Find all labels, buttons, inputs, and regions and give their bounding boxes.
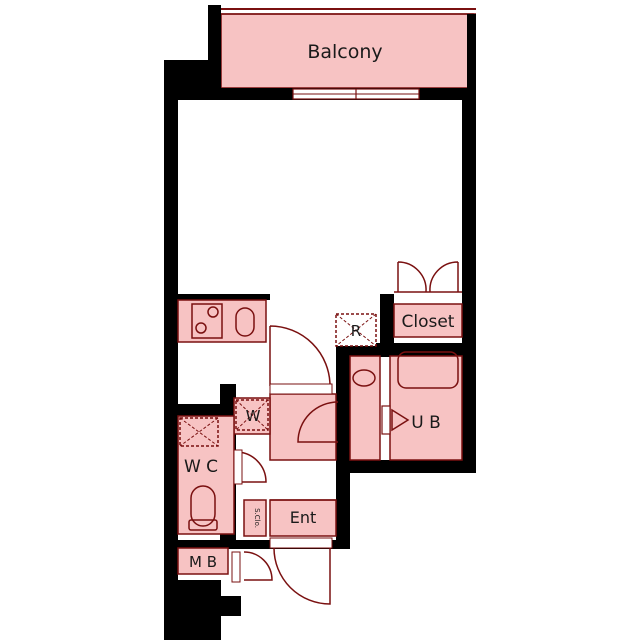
entrance-area: [269, 499, 337, 537]
shoe-closet: [243, 499, 267, 537]
wall-closet-left: [380, 292, 394, 357]
entrance-label: Ent: [290, 508, 317, 527]
meter-box: M B: [177, 547, 273, 583]
room-door: [269, 325, 331, 387]
balcony-window: [292, 88, 420, 100]
hallway-area: [269, 393, 337, 461]
balcony-area: [220, 13, 474, 89]
wall-wc-top: [164, 404, 234, 416]
meter-box-label: M B: [189, 553, 217, 571]
balcony: Balcony: [220, 8, 476, 89]
closet-door-right: [429, 261, 459, 293]
wall-bottom-stub-2: [221, 596, 241, 616]
bath-door-frame: [381, 405, 391, 435]
toilet-room: W C: [177, 415, 267, 535]
balcony-label: Balcony: [307, 41, 382, 63]
bathtub-icon: [397, 351, 459, 389]
burner-icon-1: [207, 306, 219, 318]
wall-right-exterior: [462, 88, 476, 473]
washer-cross-2: [235, 399, 269, 431]
washbasin-area: [349, 355, 381, 461]
closet-area: [393, 303, 463, 338]
meter-box-door: [243, 551, 273, 581]
toilet-tank-icon: [188, 519, 218, 531]
bath-area: [389, 355, 463, 461]
toilet-cross-1: [179, 417, 219, 447]
kitchen-counter: [177, 299, 267, 343]
toilet-bowl-icon: [190, 485, 216, 527]
wall-bath-left: [336, 345, 350, 473]
burner-icon-2: [195, 322, 207, 334]
closet-label: Closet: [402, 312, 455, 332]
toilet-label: W C: [184, 457, 218, 477]
washbasin-icon: [352, 369, 376, 387]
closet-door-left: [397, 261, 427, 293]
closet: Closet: [393, 261, 463, 338]
wall-bottom-stub: [164, 580, 221, 640]
toilet-cross-2: [179, 417, 219, 447]
meter-box-door-frame: [231, 551, 241, 583]
bath-door-icon: [391, 408, 410, 432]
refrigerator-cross-2: [335, 313, 377, 347]
main-room: [178, 100, 462, 294]
refrigerator-label: R: [351, 322, 361, 340]
toilet-door-frame: [233, 449, 243, 485]
wall-balcony-right: [467, 14, 476, 100]
entrance-door-frame: [269, 537, 333, 549]
room-door-frame: [269, 383, 333, 395]
shoe-closet-label: S.Clo.: [253, 508, 261, 528]
unit-bath-label: U B: [411, 413, 441, 433]
unit-bath: U B: [349, 351, 463, 461]
hallway: W: [233, 325, 339, 461]
meter-box-area: [177, 547, 229, 575]
wall-bath-bottom: [348, 460, 476, 473]
sink-icon: [235, 307, 255, 337]
entrance: Ent S.Clo.: [243, 499, 337, 605]
entrance-door: [273, 547, 331, 605]
bath-entry-door: [297, 401, 339, 443]
refrigerator-space: R: [335, 313, 377, 347]
washer-label: W: [246, 407, 261, 425]
wall-entrance-right: [336, 460, 350, 549]
wall-kitchen-top: [178, 294, 270, 300]
wall-bottom-left: [164, 540, 244, 549]
wall-left-outer: [164, 60, 178, 640]
